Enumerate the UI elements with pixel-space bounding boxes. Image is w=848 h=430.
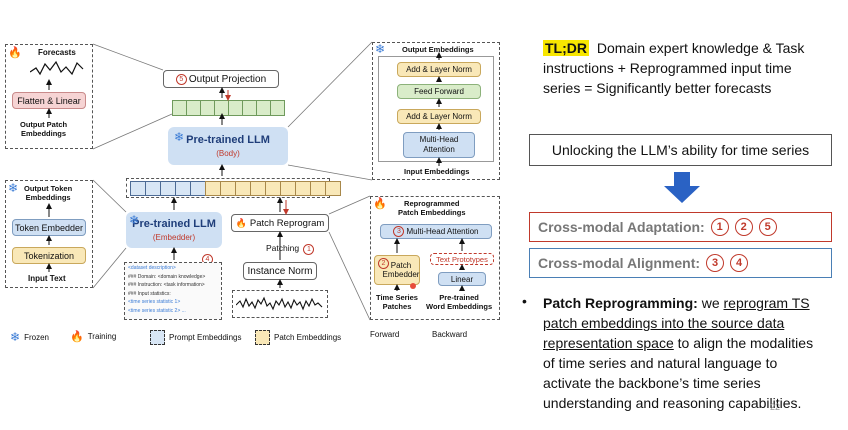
cross-modal-adaptation-box: Cross-modal Adaptation: 1 2 5 — [529, 212, 832, 242]
tldr-text-1: Domain expert knowledge & Task — [596, 40, 805, 56]
legend-training: 🔥 Training — [70, 330, 116, 343]
legend-patch-embeddings: Patch Embeddings — [255, 330, 341, 345]
prompt-line: ### Domain: <domain knowledge> — [128, 273, 206, 280]
unlocking-text: Unlocking the LLM’s ability for time ser… — [551, 142, 810, 158]
bullet-line-6: understanding and reasoning capabilities… — [543, 395, 802, 411]
alignment-step-4: 4 — [730, 254, 749, 272]
cross-modal-adaptation-label: Cross-modal Adaptation: — [538, 219, 705, 235]
legend-forward: Forward — [370, 330, 399, 339]
adaptation-step-5: 5 — [758, 218, 777, 236]
tldr-line-2: instructions + Reprogrammed input time — [543, 60, 792, 76]
bullet-line-3: representation space to align the modali… — [543, 333, 813, 353]
step-5-marker: 5 — [175, 73, 187, 85]
frozen-icon: ❄ — [10, 330, 21, 344]
cross-modal-alignment-box: Cross-modal Alignment: 3 4 — [529, 248, 832, 278]
bullet-line-1: Patch Reprogramming: we reprogram TS — [543, 293, 810, 313]
reprog-mha-label: Multi-Head Attention — [406, 227, 479, 236]
prompt-box — [124, 262, 222, 320]
time-series-patches-label: Time Series Patches — [376, 293, 418, 311]
connector-lines — [46, 41, 465, 321]
llm-embedder-subtitle: (Embedder) — [152, 233, 196, 242]
frozen-icon: ❄ — [129, 213, 140, 227]
prompt-lines: <dataset description> ### Domain: <domai… — [128, 264, 205, 315]
legend-backward-label: Backward — [432, 330, 468, 339]
output-projection-label: Output Projection — [188, 73, 267, 85]
reprogramming-panel — [370, 196, 500, 320]
training-icon: 🔥 — [70, 331, 84, 343]
output-token-row — [172, 100, 285, 116]
training-icon: 🔥 — [8, 47, 22, 59]
patch-embedder-box: 2 Patch Embedder — [374, 255, 420, 285]
pretrained-llm-body: Pre-trained LLM (Body) — [168, 127, 288, 165]
forecast-line — [30, 60, 84, 76]
forecasts-label: Forecasts — [38, 48, 76, 57]
reprog-mha-box: 3 Multi-Head Attention — [380, 224, 492, 239]
tldr-line-3: series = Significantly better forecasts — [543, 80, 772, 96]
bullet-line-4: of time series and natural language to — [543, 355, 778, 371]
forecast-head-panel — [5, 44, 93, 149]
bullet-line1-underlined: reprogram TS — [723, 295, 810, 311]
prompt-line: <time series statistic 1> — [128, 299, 181, 305]
bullet-line3-underlined: representation space — [543, 335, 674, 351]
input-embeddings-label: Input Embeddings — [404, 167, 470, 176]
pretrained-llm-embedder: Pre-trained LLM (Embedder) — [126, 212, 222, 248]
pretrained-word-embeddings-label: Pre-trained Word Embeddings — [426, 293, 493, 311]
embedding-cells — [130, 181, 341, 196]
alignment-step-3: 3 — [706, 254, 725, 272]
prompt-line: <dataset description> — [128, 265, 176, 271]
frozen-icon: ❄ — [174, 130, 185, 144]
llm-embedder-title: Pre-trained LLM — [132, 218, 216, 230]
legend-patch-label: Patch Embeddings — [274, 333, 342, 342]
training-icon: 🔥 — [235, 217, 247, 228]
patch-embedder-label: Patch Embedder — [382, 261, 420, 279]
legend-training-label: Training — [87, 332, 117, 341]
legend-frozen: ❄ Frozen — [10, 330, 49, 344]
input-time-series — [236, 296, 323, 311]
output-projection-box: 5 Output Projection — [163, 70, 279, 88]
output-patch-embeddings-label: Output Patch Embeddings — [20, 120, 68, 138]
cross-modal-alignment-label: Cross-modal Alignment: — [538, 255, 701, 271]
legend-backward: Backward — [432, 330, 467, 339]
patching-text: Patching — [266, 243, 300, 253]
tldr-line-1: TL;DR Domain expert knowledge & Task — [543, 38, 804, 58]
output-token-embeddings-label: Output Token Embeddings — [24, 184, 73, 202]
step-3-marker: 3 — [393, 226, 405, 237]
adaptation-step-2: 2 — [734, 218, 753, 236]
bullet-line-2: patch embeddings into the source data — [543, 315, 785, 331]
tldr-label: TL;DR — [543, 40, 589, 56]
down-arrow-icon — [664, 172, 700, 203]
llm-body-title: Pre-trained LLM — [186, 134, 270, 146]
bullet-line-5: activate the backbone’s time series — [543, 375, 761, 391]
reprogrammed-patch-embeddings-label: Reprogrammed Patch Embeddings — [398, 199, 466, 217]
unlocking-box: Unlocking the LLM’s ability for time ser… — [529, 134, 832, 166]
patch-swatch — [255, 330, 270, 345]
prompt-swatch — [150, 330, 165, 345]
page-number: 22 — [770, 402, 781, 412]
prompt-line: ### Input statistics: — [128, 290, 171, 297]
adaptation-step-1: 1 — [710, 218, 729, 236]
step-1-marker: 1 — [303, 244, 315, 255]
token-embedder-panel — [5, 180, 93, 288]
llm-body-subtitle: (Body) — [216, 149, 240, 158]
frozen-icon: ❄ — [8, 181, 19, 195]
bullet-title: Patch Reprogramming: — [543, 295, 698, 311]
patching-label: Patching 1 — [266, 243, 316, 255]
training-icon: 🔥 — [373, 198, 387, 210]
prompt-line: <time series statistic 2> ... — [128, 307, 186, 314]
bullet-line3-plain: to align the modalities — [673, 335, 814, 351]
patch-reprogram-label: Patch Reprogram — [249, 217, 325, 229]
prompt-line: ### Instruction: <task information> — [128, 282, 205, 288]
input-series-box — [232, 290, 328, 318]
input-text-label: Input Text — [28, 274, 66, 283]
step-2-marker: 2 — [378, 258, 389, 269]
transformer-block-panel — [372, 42, 500, 180]
frozen-icon: ❄ — [375, 42, 386, 56]
legend-frozen-label: Frozen — [24, 332, 49, 342]
bullet-line1-plain: we — [697, 295, 724, 311]
bullet-dot: • — [522, 293, 527, 309]
legend-prompt-embeddings: Prompt Embeddings — [150, 330, 241, 345]
output-embeddings-label: Output Embeddings — [402, 45, 474, 54]
legend-forward-label: Forward — [370, 330, 400, 339]
legend-prompt-label: Prompt Embeddings — [169, 333, 242, 342]
